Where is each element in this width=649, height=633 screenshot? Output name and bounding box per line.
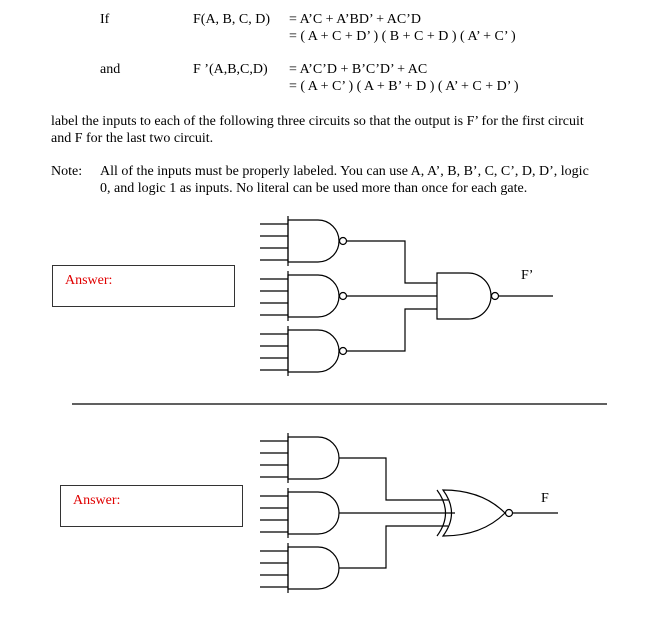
nand-gate-1-1 [260,216,348,266]
circuit-2 [260,433,558,593]
answer-box-1[interactable]: Answer: [52,265,235,307]
nand-gate-1-2 [260,271,348,321]
answer-label-1: Answer: [65,273,113,288]
and-gate-2-3 [260,543,340,593]
fprime-rhs-pos: = ( A + C’ ) ( A + B’ + D ) ( A’ + C + D… [289,79,519,94]
output-label-2: F [541,491,549,506]
circuit-2-wires [339,457,455,569]
and-gate-2-2 [260,488,340,538]
output-label-1: F’ [521,268,534,283]
note-line-1: All of the inputs must be properly label… [100,164,589,179]
nand-gate-1-output [436,272,553,320]
note-label: Note: [51,164,83,179]
circuit-1-wires [347,240,437,352]
fprime-lhs: F ’(A,B,C,D) [193,62,268,77]
if-label: If [100,12,110,27]
f-rhs-pos: = ( A + C + D’ ) ( B + C + D ) ( A’ + C’… [289,29,516,44]
and-label: and [100,62,121,77]
fprime-rhs-sop: = A’C’D + B’C’D’ + AC [289,62,428,77]
instruction-line-1: label the inputs to each of the followin… [51,114,584,129]
instruction-line-2: and F for the last two circuit. [51,131,214,146]
f-lhs: F(A, B, C, D) [193,12,271,27]
and-gate-2-1 [260,433,340,483]
note-line-2: 0, and logic 1 as inputs. No literal can… [100,181,528,196]
answer-label-2: Answer: [73,493,121,508]
circuit-1 [260,216,553,376]
nand-gate-1-3 [260,326,348,376]
nor-gate-2-output [436,489,558,537]
answer-box-2[interactable]: Answer: [60,485,243,527]
f-rhs-sop: = A’C + A’BD’ + AC’D [289,12,421,27]
